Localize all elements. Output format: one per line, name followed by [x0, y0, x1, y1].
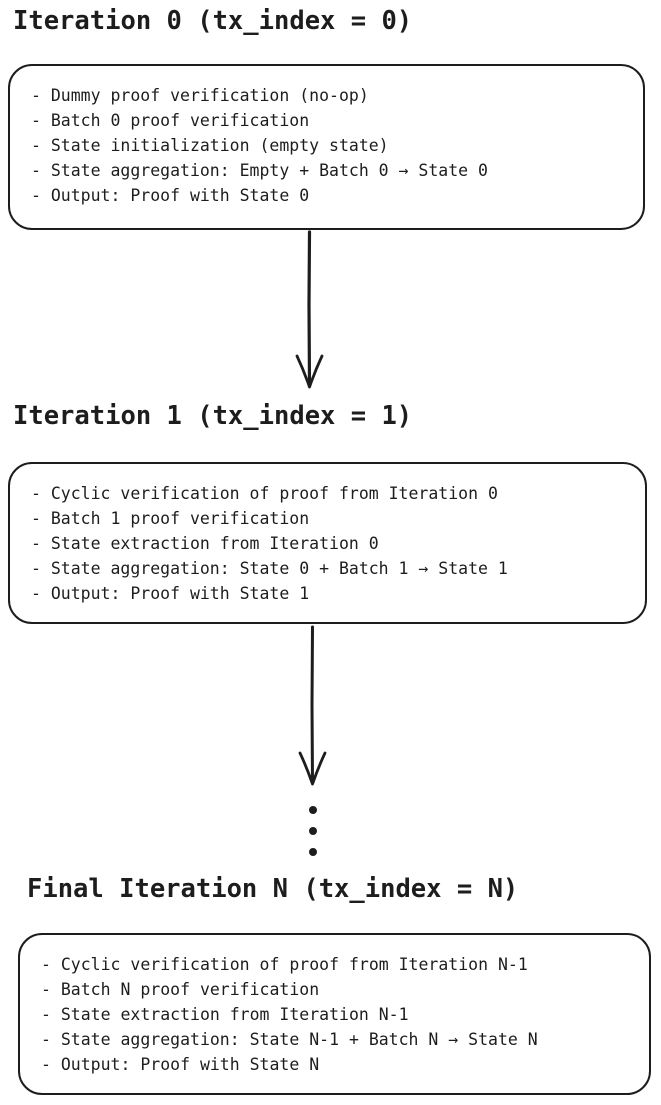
list-item: - Batch 0 proof verification	[31, 111, 310, 130]
list-item: - Cyclic verification of proof from Iter…	[41, 955, 528, 974]
list-item: - Output: Proof with State 0	[31, 186, 310, 205]
iteration-1-title: Iteration 1 (tx_index = 1)	[13, 401, 413, 431]
list-item: - State extraction from Iteration N-1	[41, 1005, 409, 1024]
list-item: - State aggregation: Empty + Batch 0 → S…	[31, 161, 488, 180]
list-item: - State aggregation: State 0 + Batch 1 →…	[31, 559, 508, 578]
list-item: - Output: Proof with State 1	[31, 584, 310, 603]
iteration-0-box: - Dummy proof verification (no-op) - Bat…	[8, 64, 645, 230]
iteration-0-title: Iteration 0 (tx_index = 0)	[13, 6, 413, 36]
list-item: - State aggregation: State N-1 + Batch N…	[41, 1030, 538, 1049]
list-item: - Cyclic verification of proof from Iter…	[31, 484, 498, 503]
list-item: - Dummy proof verification (no-op)	[31, 86, 369, 105]
list-item: - Output: Proof with State N	[41, 1055, 320, 1074]
ellipsis-dots	[308, 806, 317, 856]
final-iteration-box: - Cyclic verification of proof from Iter…	[18, 933, 651, 1095]
down-arrow-icon	[295, 230, 324, 389]
iteration-1-box: - Cyclic verification of proof from Iter…	[8, 462, 647, 624]
list-item: - Batch 1 proof verification	[31, 509, 310, 528]
final-iteration-title: Final Iteration N (tx_index = N)	[27, 874, 519, 904]
ellipsis-dot	[308, 827, 317, 835]
list-item: - State initialization (empty state)	[31, 136, 389, 155]
ellipsis-dot	[308, 806, 317, 814]
list-item: - Batch N proof verification	[41, 980, 320, 999]
list-item: - State extraction from Iteration 0	[31, 534, 379, 553]
down-arrow-icon	[298, 625, 327, 786]
ellipsis-dot	[308, 848, 317, 856]
